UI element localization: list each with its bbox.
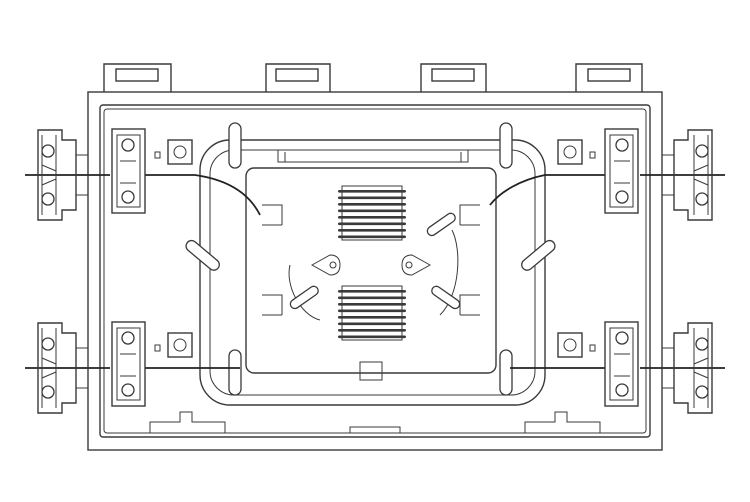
cable-gland [37,129,77,221]
gland-nut [41,192,55,206]
mounting-tab [103,63,172,92]
mounting-tabs [103,63,643,92]
splice-slot [338,222,406,226]
enclosure-outer [87,91,663,451]
ground-lug [557,139,583,165]
clamp-screw [615,331,629,345]
splice-slot [338,290,406,293]
gland-nut [695,144,709,158]
gland-nut [695,337,709,351]
splice-holder [338,285,406,341]
cable-port [37,321,193,414]
splice-slot [338,329,406,332]
splice-slot [338,303,406,306]
ground-lug [557,332,583,358]
cable-gland [673,322,713,414]
splice-slot [338,196,406,200]
gland-nut [41,144,55,158]
splice-tray-mid [209,149,536,396]
ground-lug [167,332,193,358]
mounting-tab [575,63,643,92]
fiber-cables [25,174,725,369]
splice-slot [338,335,406,339]
splice-slot [338,229,406,232]
cable-clamp [111,128,146,214]
cable-ports [37,128,713,414]
splice-slot [338,316,406,319]
clamp-screw [615,190,629,204]
gland-nut [41,385,55,399]
bottom-notches [149,411,601,433]
splice-tray-outer [199,139,546,406]
splice-slot [338,190,406,193]
cable-gland [673,129,713,221]
splice-slot [338,309,406,313]
enclosure-inner-2 [103,108,647,434]
splice-slot [338,296,406,300]
tray-top-rail [277,150,469,163]
splice-holders [338,185,406,341]
cable-clamp [111,321,146,407]
clamp-screw [121,190,135,204]
clamp-screw [121,138,135,152]
cable-port [557,321,713,414]
fiber-guides [262,204,480,381]
splice-slot [338,235,406,239]
clamp-screw [121,383,135,397]
clamp-screw [615,383,629,397]
gland-nut [695,385,709,399]
clamp-screw [615,138,629,152]
cable-clamp [604,321,639,407]
mounting-tab [265,63,331,92]
tray-slots [185,122,556,396]
gland-nut [41,337,55,351]
ground-lug [167,139,193,165]
cable-port [37,128,193,221]
clamp-screw [121,331,135,345]
splice-tray-inner [245,167,497,374]
mounting-tab [420,63,487,92]
enclosure-inner [99,104,651,438]
splice-holder [338,185,406,241]
cable-clamp [604,128,639,214]
splice-slot [338,322,406,326]
splice-slot [338,216,406,219]
splice-slot [338,203,406,206]
cable-port [557,128,713,221]
splice-slot [338,209,406,213]
gland-nut [695,192,709,206]
cable-gland [37,322,77,414]
